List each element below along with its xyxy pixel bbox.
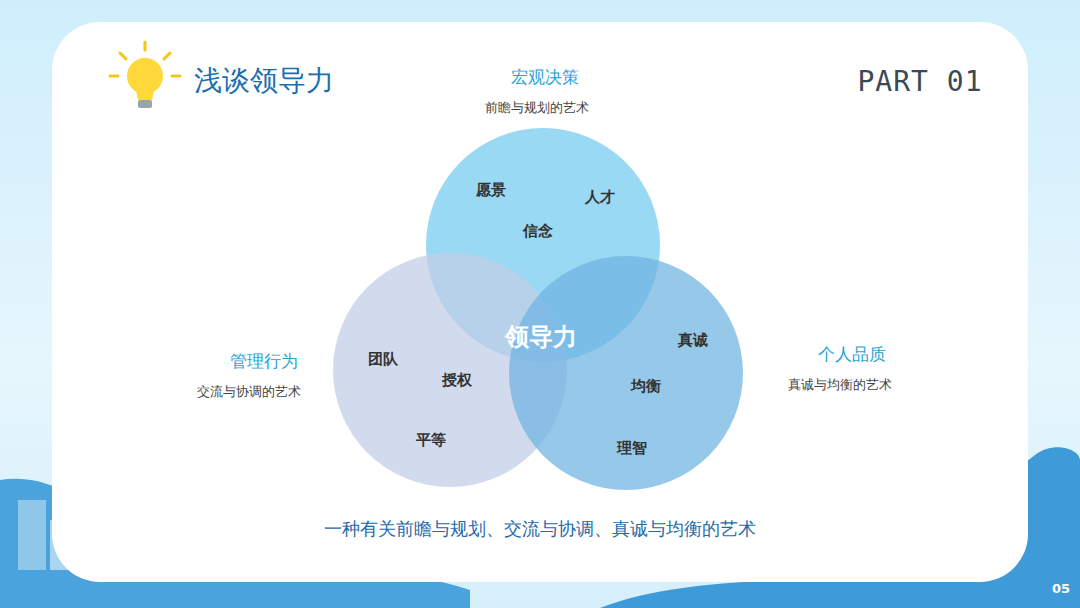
slide-title: 浅谈领导力 xyxy=(194,62,334,100)
keyword: 平等 xyxy=(416,431,446,450)
keyword: 均衡 xyxy=(631,377,661,396)
keyword: 理智 xyxy=(617,439,647,458)
circle-heading: 个人品质 xyxy=(818,343,886,366)
circle-subtitle: 交流与协调的艺术 xyxy=(197,383,301,401)
bulb-icon xyxy=(110,42,180,108)
circle-subtitle: 前瞻与规划的艺术 xyxy=(485,99,589,117)
center-label: 领导力 xyxy=(505,321,577,353)
part-number: PART 01 xyxy=(857,65,982,98)
keyword: 真诚 xyxy=(678,331,708,350)
circle-subtitle: 真诚与均衡的艺术 xyxy=(788,376,892,394)
circle-heading: 宏观决策 xyxy=(511,66,579,89)
page-number: 05 xyxy=(1052,581,1070,596)
keyword: 授权 xyxy=(442,371,472,390)
keyword: 人才 xyxy=(585,188,615,207)
circle-heading: 管理行为 xyxy=(230,350,298,373)
slide-caption: 一种有关前瞻与规划、交流与协调、真诚与均衡的艺术 xyxy=(324,517,756,541)
slide-panel xyxy=(52,22,1028,582)
circle-fill xyxy=(509,256,743,490)
building xyxy=(18,500,46,570)
keyword: 愿景 xyxy=(476,181,506,200)
keyword: 信念 xyxy=(523,222,553,241)
keyword: 团队 xyxy=(368,350,398,369)
venn-circle: 个人品质真诚与均衡的艺术真诚均衡理智 xyxy=(509,256,743,490)
